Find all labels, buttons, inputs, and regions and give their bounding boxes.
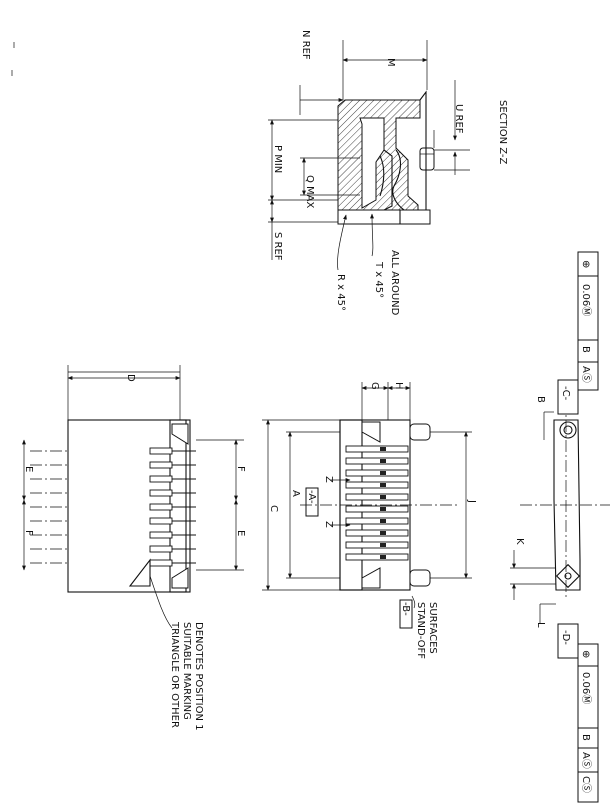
top-view-pins [149, 447, 196, 567]
dim-b-label: B [535, 396, 546, 403]
dim-e-right-label: E [235, 530, 246, 536]
note-line-1: TRIANGLE OR OTHER [169, 621, 180, 728]
standoff-line-1: STAND-OFF [415, 602, 426, 659]
dim-s-ref-label: S REF [272, 232, 283, 261]
front-view-contacts [345, 445, 409, 561]
front-view: C A -A- [262, 382, 477, 659]
top-view: D [22, 365, 246, 730]
datum-d-label: -D- [560, 630, 571, 645]
dim-a-label: A [290, 490, 301, 497]
dim-k-label: K [514, 538, 525, 545]
fcf-top-ref1: B [580, 346, 591, 353]
section-view: M N REF U REF P MIN [268, 30, 508, 316]
dim-n-ref-label: N REF [300, 30, 311, 60]
callout-all-around: ALL AROUND [389, 250, 400, 316]
datum-c-label: -C- [560, 386, 571, 401]
dim-g-label: G [369, 382, 380, 390]
fcf-bottom: ⊕ 0.06Ⓜ B AⓈ CⓈ [577, 643, 599, 803]
datum-d: -D- [557, 623, 579, 659]
callout-t: T x 45° [373, 261, 384, 298]
fcf-bottom-tolerance: 0.06Ⓜ [580, 672, 592, 704]
note-line-3: DENOTES POSITION 1 [193, 622, 204, 730]
fcf-top-tolerance: 0.06Ⓜ [580, 284, 592, 316]
dim-f-left-label: F [23, 530, 34, 536]
note-line-2: SUITABLE MARKING [181, 622, 192, 720]
dim-p-min-label: P MIN [272, 145, 283, 173]
fcf-bottom-symbol: ⊕ [580, 650, 591, 658]
dim-j-label: J [466, 499, 477, 503]
dim-f-right-label: F [235, 466, 246, 472]
fcf-top: ⊕ 0.06Ⓜ B AⓈ [577, 251, 599, 391]
fcf-bottom-ref1: B [580, 734, 591, 741]
dim-d-label: D [125, 374, 136, 382]
section-mark-z-1: Z [323, 476, 334, 483]
dim-h-label: H [393, 382, 404, 390]
datum-b-label: -B- [400, 602, 411, 616]
dim-q-max-label: Q MAX [304, 175, 315, 209]
dim-e-left-label: E [23, 466, 34, 472]
fcf-top-symbol: ⊕ [580, 260, 591, 268]
datum-a-label: -A- [306, 490, 317, 504]
fcf-bottom-ref2: AⓈ [580, 752, 592, 769]
section-caption: SECTION Z-Z [497, 100, 508, 165]
dim-l-label: L [535, 622, 546, 628]
callout-r: R x 45° [335, 274, 346, 311]
dim-c-label: C [268, 505, 279, 512]
top-view-centerlines [30, 450, 68, 564]
datum-c: -C- [557, 379, 579, 415]
fcf-bottom-ref3: CⓈ [580, 776, 592, 793]
end-view: B K L [510, 396, 610, 628]
section-mark-z-2: Z [323, 521, 334, 528]
scan-marks [11, 42, 15, 76]
dim-m-label: M [385, 58, 396, 67]
fcf-top-ref2: AⓈ [580, 366, 592, 383]
dim-u-ref-label: U REF [453, 104, 464, 134]
standoff-line-2: SURFACES [427, 602, 438, 654]
